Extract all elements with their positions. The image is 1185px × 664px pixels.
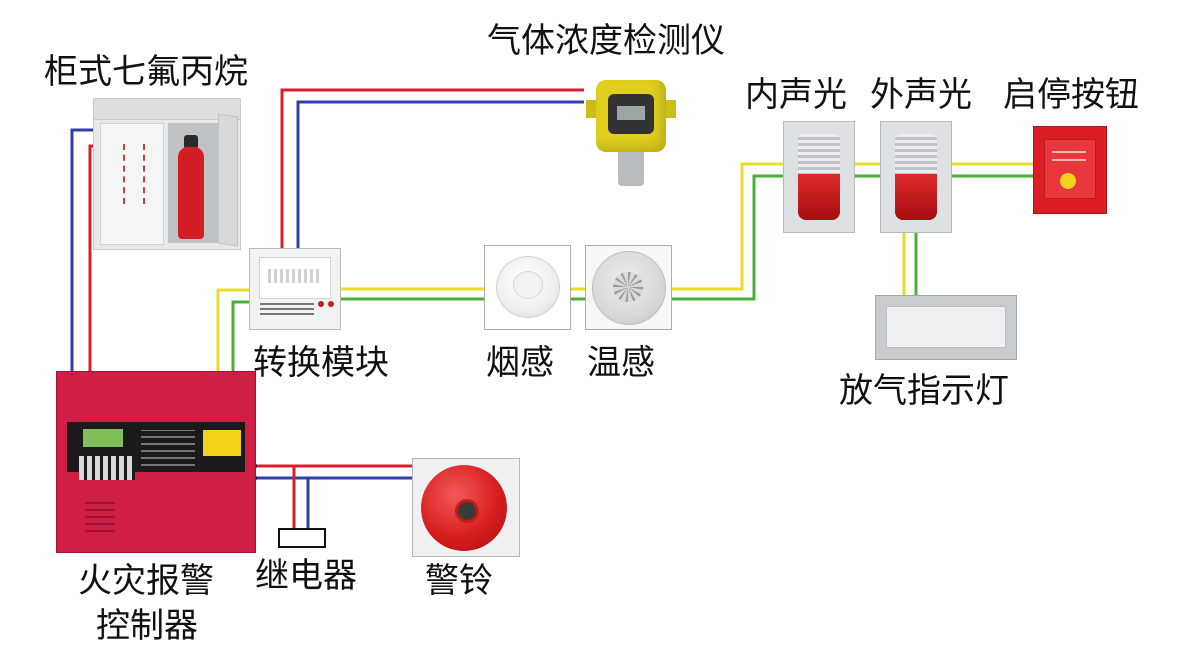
controller-keypad [79, 456, 135, 480]
module-led [328, 301, 334, 307]
button-face [1044, 139, 1096, 199]
module-led [318, 301, 324, 307]
discharge-indicator-lamp [875, 295, 1017, 360]
controller-warning-plate [203, 430, 241, 456]
label-sounder-inner: 内声光 [745, 75, 847, 115]
detector-sensor-stem [618, 152, 644, 186]
detector-display [617, 106, 645, 120]
cabinet-top [94, 99, 240, 120]
controller-lcd [83, 429, 123, 447]
button-text-line [1052, 159, 1086, 161]
indicator-panel [886, 306, 1006, 348]
button-text-line [1052, 151, 1086, 153]
wire-green-heat-sounder [670, 174, 785, 301]
heptafluoropropane-cabinet [93, 98, 241, 250]
converter-module [249, 248, 341, 330]
relay-box [278, 528, 326, 548]
sounder-horn [798, 134, 840, 176]
detector-port-left [586, 100, 596, 118]
sounder-horn [895, 134, 937, 176]
cabinet-door-label [123, 144, 145, 204]
smoke-detector-chamber [513, 271, 543, 299]
outdoor-sounder-strobe [880, 121, 952, 233]
controller-nameplate [85, 502, 115, 532]
strobe-lamp [798, 174, 840, 220]
gas-bottle [178, 147, 204, 239]
label-start-stop: 启停按钮 [1003, 75, 1139, 115]
label-module: 转换模块 [253, 343, 389, 383]
heat-detector-vent [613, 272, 643, 302]
cabinet-door [100, 123, 164, 245]
controller-indicators [141, 430, 195, 466]
wire-blue-gas [296, 100, 584, 250]
label-smoke: 烟感 [486, 343, 554, 383]
wire-yellow-heat-sounder [670, 162, 785, 291]
wire-yellow-module [216, 288, 252, 375]
start-stop-button [1033, 126, 1107, 214]
module-text-lines [260, 301, 314, 315]
alarm-bell [412, 458, 520, 557]
label-relay: 继电器 [255, 556, 357, 596]
label-controller-1: 火灾报警 [78, 561, 214, 601]
detector-window [608, 94, 654, 134]
cabinet-open-door [218, 113, 238, 247]
button-press-dot [1060, 173, 1076, 189]
label-controller-2: 控制器 [96, 606, 198, 646]
gas-concentration-detector [584, 70, 680, 188]
label-cabinet: 柜式七氟丙烷 [44, 52, 248, 92]
wire-red-gas [280, 88, 584, 250]
label-heat: 温感 [587, 343, 655, 383]
label-discharge: 放气指示灯 [839, 371, 1009, 411]
gas-bottle-valve [184, 135, 198, 149]
label-sounder-outer: 外声光 [870, 75, 972, 115]
fire-alarm-controller [56, 371, 256, 553]
strobe-lamp [895, 174, 937, 220]
label-gas-detector: 气体浓度检测仪 [487, 21, 725, 61]
detector-port-right [666, 100, 676, 118]
heat-detector [585, 245, 672, 330]
indoor-sounder-strobe [783, 121, 855, 233]
bell-striker [455, 499, 479, 523]
module-grill [268, 269, 320, 283]
smoke-detector [484, 245, 571, 330]
wire-green-module [231, 300, 252, 375]
label-bell: 警铃 [425, 561, 493, 601]
